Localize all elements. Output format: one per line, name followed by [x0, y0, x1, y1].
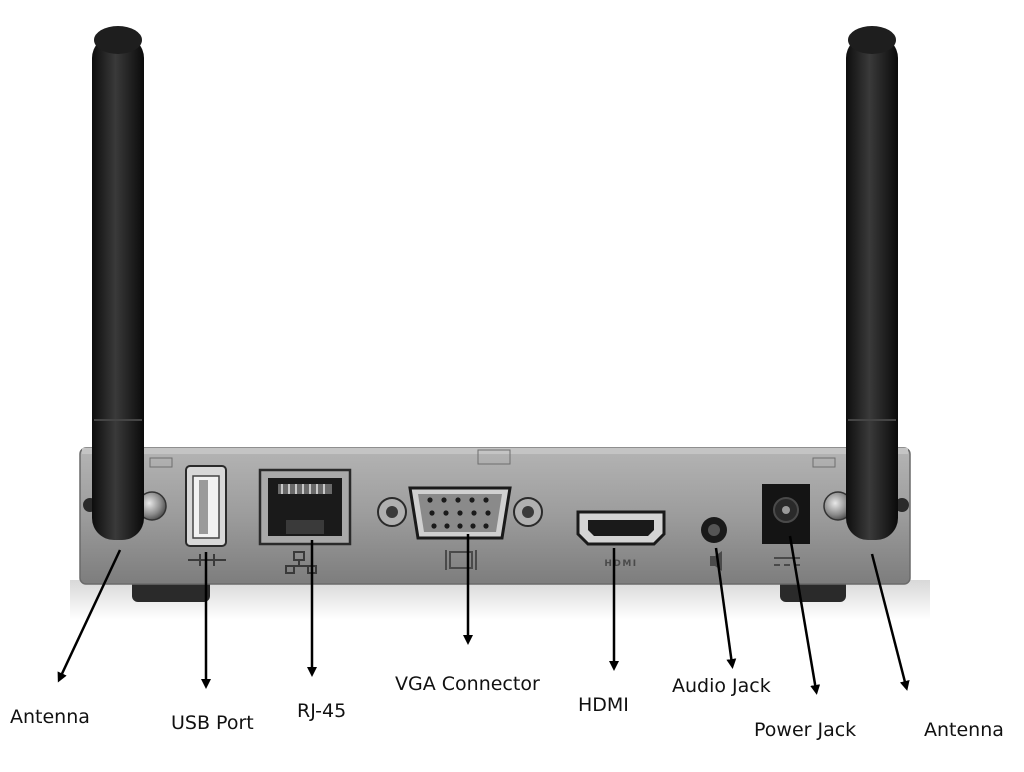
chassis-top-edge	[82, 448, 908, 454]
label-usb-port: USB Port	[171, 712, 254, 734]
label-vga-connector: VGA Connector	[395, 673, 540, 695]
hdmi-port-marking: HDMI	[604, 559, 637, 569]
vga-pin	[471, 510, 477, 516]
screw-right	[895, 498, 909, 512]
rj45-port-graphic	[258, 468, 352, 574]
antenna-left-graphic	[92, 26, 144, 540]
vga-pin	[455, 497, 461, 503]
vga-pin	[427, 497, 433, 503]
display-symbol-icon	[445, 550, 477, 570]
vga-pin	[483, 523, 489, 529]
vga-pin	[444, 523, 450, 529]
power-jack-graphic	[762, 484, 810, 566]
vga-pin	[443, 510, 449, 516]
label-rj45: RJ-45	[297, 700, 347, 722]
top-tab-left	[149, 457, 173, 468]
vga-pin	[431, 523, 437, 529]
vga-pin	[429, 510, 435, 516]
label-hdmi: HDMI	[578, 694, 629, 716]
antenna-right-graphic	[846, 26, 898, 540]
label-audio-jack: Audio Jack	[672, 675, 771, 697]
vga-pin	[483, 497, 489, 503]
label-power-jack: Power Jack	[754, 719, 857, 741]
vga-pin	[441, 497, 447, 503]
label-antenna-left: Antenna	[10, 706, 90, 728]
arrow-audio	[714, 547, 737, 669]
vga-pin	[470, 523, 476, 529]
vga-pin	[457, 523, 463, 529]
label-antenna-right: Antenna	[924, 719, 1004, 741]
vga-connector-graphic	[377, 486, 543, 570]
arrow-power	[788, 535, 821, 695]
top-tab-right	[812, 457, 836, 468]
usb-port-graphic	[185, 465, 227, 566]
vga-pin	[469, 497, 475, 503]
arrow-antenna-right	[870, 553, 910, 691]
top-tab-center	[477, 449, 511, 465]
vga-pin	[457, 510, 463, 516]
hdmi-port-graphic: HDMI	[576, 510, 666, 569]
vga-pin	[485, 510, 491, 516]
arrow-antenna-left	[57, 549, 122, 683]
